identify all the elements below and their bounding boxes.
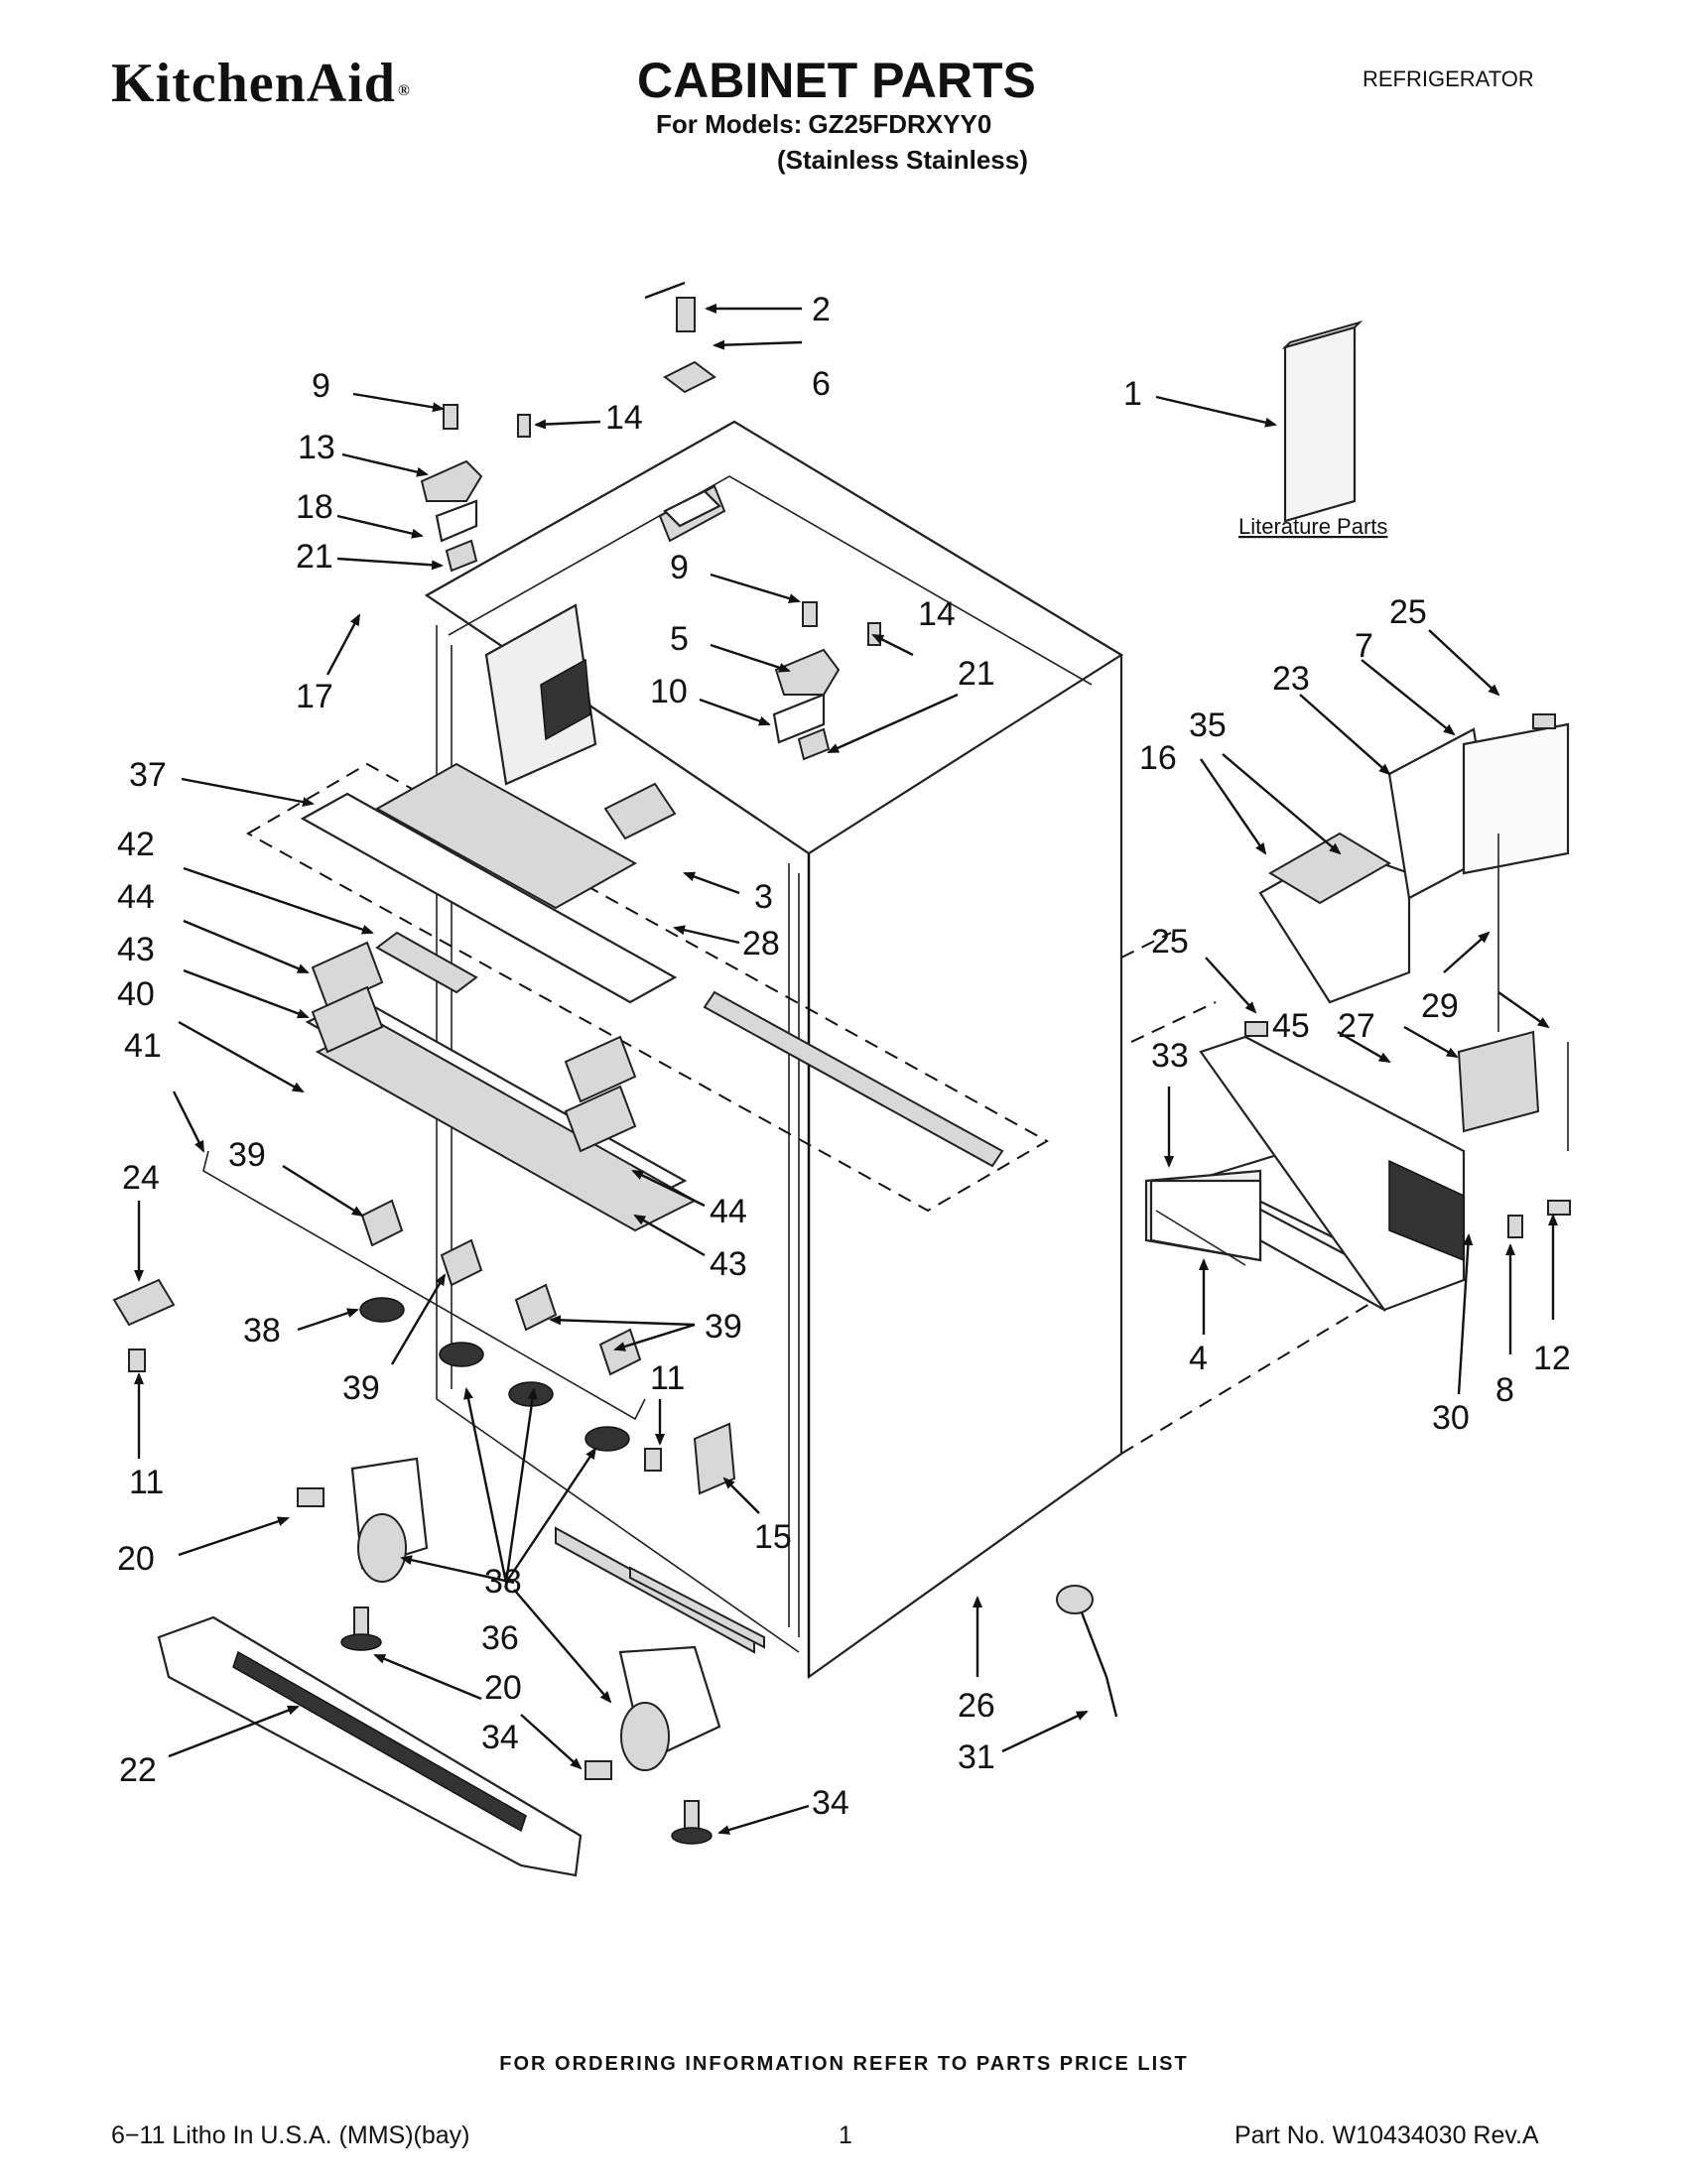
drawer-slides — [311, 941, 637, 1153]
callout-6: 6 — [812, 365, 831, 403]
callout-14-center: 14 — [918, 595, 956, 633]
water-valve-top — [644, 281, 721, 528]
callout-37: 37 — [129, 756, 167, 794]
callout-40: 40 — [117, 975, 155, 1013]
ordering-info-note: FOR ORDERING INFORMATION REFER TO PARTS … — [499, 2053, 1189, 2075]
callout-23: 23 — [1272, 660, 1310, 698]
callout-38-b: 38 — [484, 1563, 522, 1601]
filter-pad — [1149, 1179, 1262, 1262]
callout-44-right: 44 — [710, 1193, 747, 1230]
callout-1: 1 — [1123, 375, 1142, 413]
callout-42: 42 — [117, 826, 155, 863]
callout-41: 41 — [124, 1027, 162, 1065]
main-control-board — [1457, 1030, 1540, 1133]
callout-28: 28 — [742, 925, 780, 963]
model-number: GZ25FDRXYY0 — [808, 109, 992, 139]
callout-11-right: 11 — [650, 1359, 685, 1397]
callout-24: 24 — [122, 1159, 160, 1197]
callout-26: 26 — [958, 1687, 995, 1725]
callout-21-left: 21 — [296, 538, 333, 576]
callout-39-a: 39 — [228, 1136, 266, 1174]
callout-5: 5 — [670, 620, 689, 658]
callout-25-mid: 25 — [1151, 923, 1189, 961]
callout-13: 13 — [298, 429, 335, 466]
callout-10: 10 — [650, 673, 688, 710]
callout-44-left: 44 — [117, 878, 155, 916]
rear-panel-bracket — [1387, 722, 1570, 900]
literature-booklet — [1281, 320, 1363, 523]
callout-7: 7 — [1355, 627, 1373, 665]
callout-9-center: 9 — [670, 549, 689, 586]
gasket-strip — [1155, 1210, 1246, 1266]
callout-45: 45 — [1272, 1007, 1310, 1045]
deli-drawer-outline — [245, 762, 1050, 1213]
brand-name: KitchenAid — [111, 53, 396, 114]
models-line: For Models:GZ25FDRXYY0 — [656, 109, 991, 140]
literature-parts-label: Literature Parts — [1238, 514, 1387, 539]
callout-39-b: 39 — [342, 1369, 380, 1407]
top-hinge-center — [772, 601, 881, 761]
callout-14-top: 14 — [605, 399, 643, 437]
callout-17: 17 — [296, 678, 333, 715]
callout-36: 36 — [481, 1619, 519, 1657]
part-number: Part No. W10434030 Rev.A — [1234, 2121, 1539, 2149]
cabinet-rear-dash — [1120, 1279, 1410, 1455]
callout-27: 27 — [1338, 1007, 1375, 1045]
foam-pads — [359, 1297, 630, 1452]
brand-logo: KitchenAid® — [111, 52, 411, 115]
callout-20-a: 20 — [117, 1540, 155, 1578]
callout-31: 31 — [958, 1738, 995, 1776]
callout-22: 22 — [119, 1751, 157, 1789]
callout-43-left: 43 — [117, 931, 155, 968]
callout-16: 16 — [1139, 739, 1177, 777]
rear-assembly-dash — [1130, 1001, 1217, 1043]
callout-39-c: 39 — [705, 1308, 742, 1346]
litho-info: 6−11 Litho In U.S.A. (MMS)(bay) — [111, 2121, 470, 2149]
callout-25-top: 25 — [1389, 593, 1427, 631]
callout-12: 12 — [1533, 1340, 1571, 1377]
callout-4: 4 — [1189, 1340, 1208, 1377]
callout-30: 30 — [1432, 1399, 1470, 1437]
callout-29: 29 — [1421, 987, 1459, 1025]
rear-screws — [1244, 713, 1571, 1238]
brand-registered-mark: ® — [397, 82, 411, 99]
callout-11-left: 11 — [129, 1464, 164, 1501]
callout-20-b: 20 — [484, 1669, 522, 1707]
top-hinge-left — [420, 404, 531, 573]
drawer-supports — [360, 1199, 642, 1376]
page-number: 1 — [839, 2121, 852, 2149]
model-color: (Stainless Stainless) — [777, 145, 1028, 175]
toe-grille — [157, 1615, 583, 1877]
rear-grille-panel — [1199, 1035, 1466, 1312]
callout-15: 15 — [754, 1518, 792, 1556]
models-label: For Models: — [656, 109, 803, 139]
appliance-category: REFRIGERATOR — [1363, 66, 1534, 91]
callout-35: 35 — [1189, 707, 1227, 744]
left-bracket — [112, 1278, 736, 1495]
leveling-leg-left — [340, 1606, 382, 1651]
callout-18: 18 — [296, 488, 333, 526]
callout-leaders — [134, 304, 1558, 1835]
callout-33: 33 — [1151, 1037, 1189, 1075]
leveling-leg-right — [671, 1800, 713, 1845]
deli-cover-rail — [202, 762, 1004, 1421]
control-board — [1258, 832, 1411, 1004]
callout-34-a: 34 — [481, 1719, 519, 1756]
roller-front-left — [297, 1457, 429, 1583]
callout-43-right: 43 — [710, 1245, 747, 1283]
callout-8: 8 — [1495, 1371, 1514, 1409]
callout-3: 3 — [754, 878, 773, 916]
refrigerator-cabinet — [424, 420, 1124, 1680]
page-title: CABINET PARTS — [637, 53, 1036, 108]
roller-front-right — [584, 1645, 721, 1780]
cabinet-side-dash — [1120, 932, 1172, 959]
callout-labels: 1 2 6 9 14 13 18 21 17 9 14 5 10 21 37 4… — [117, 291, 1571, 1822]
callout-9-top: 9 — [312, 367, 330, 405]
callout-34-b: 34 — [812, 1784, 849, 1822]
callout-2: 2 — [812, 291, 831, 328]
callout-21-center: 21 — [958, 655, 995, 693]
callout-38-a: 38 — [243, 1312, 281, 1349]
water-tube — [1056, 1585, 1118, 1718]
